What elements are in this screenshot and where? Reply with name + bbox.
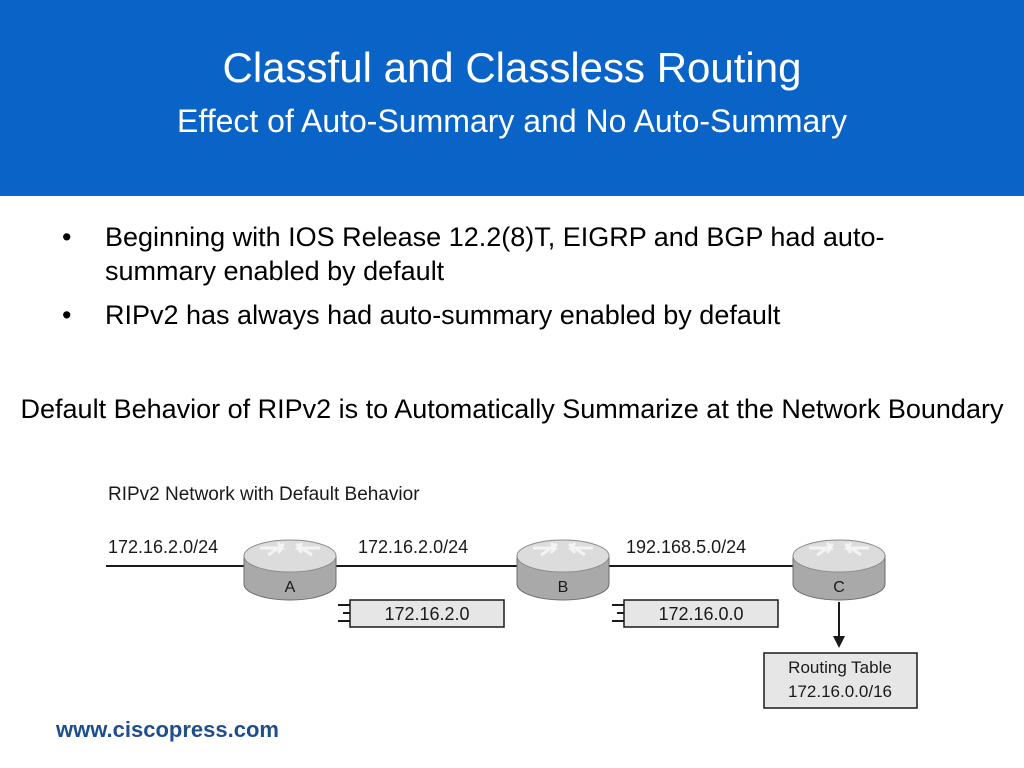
header-bar: Classful and Classless Routing Effect of…	[0, 0, 1024, 196]
update-label: 172.16.2.0	[384, 604, 469, 624]
diagram-title: RIPv2 Network with Default Behavior	[108, 484, 420, 505]
router-label: B	[558, 579, 569, 596]
bullet-list: Beginning with IOS Release 12.2(8)T, EIG…	[62, 220, 992, 342]
link-label: 172.16.2.0/24	[108, 537, 218, 557]
bullet-item: RIPv2 has always had auto-summary enable…	[62, 298, 992, 332]
router-a: A	[243, 539, 337, 601]
routing-table: Routing Table 172.16.0.0/16	[763, 652, 918, 709]
slide-title: Classful and Classless Routing	[222, 44, 802, 91]
router-label: A	[285, 579, 296, 596]
footer-link: www.ciscopress.com	[56, 717, 279, 742]
bullet-item: Beginning with IOS Release 12.2(8)T, EIG…	[62, 220, 992, 288]
link-label: 172.16.2.0/24	[358, 537, 468, 557]
update-label: 172.16.0.0	[658, 604, 743, 624]
slide-subtitle: Effect of Auto-Summary and No Auto-Summa…	[177, 103, 847, 139]
diagram-caption: Default Behavior of RIPv2 is to Automati…	[20, 394, 1004, 424]
routing-table-entry: 172.16.0.0/16	[788, 682, 892, 701]
router-c: C	[792, 539, 886, 601]
update-message: 172.16.0.0	[612, 599, 779, 628]
arrow-down-icon	[833, 636, 845, 648]
router-label: C	[833, 579, 845, 596]
routing-table-heading: Routing Table	[788, 658, 892, 677]
router-b: B	[516, 539, 610, 601]
update-message: 172.16.2.0	[338, 599, 505, 628]
link-label: 192.168.5.0/24	[626, 537, 746, 557]
